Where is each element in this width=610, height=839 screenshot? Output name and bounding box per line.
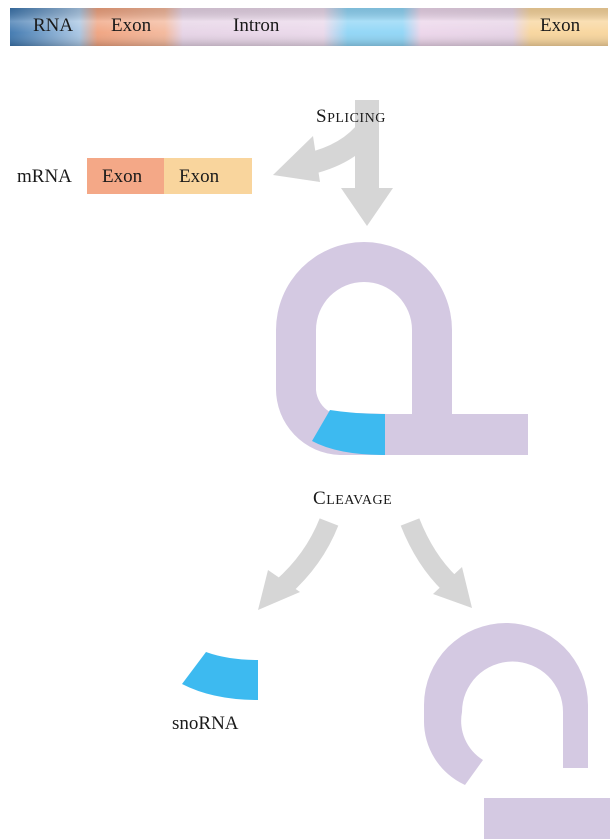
intron-fragment — [423, 623, 588, 785]
mrna-exon-2-block — [164, 158, 252, 194]
cleavage-arrow-left-head — [258, 570, 300, 610]
cleavage-arrows — [275, 518, 458, 596]
splicing-label: SPLICING — [316, 106, 386, 127]
cleavage-arrow-right-head — [433, 567, 472, 608]
snorna-fragment — [182, 652, 258, 700]
rna-strip-shading — [10, 8, 608, 46]
intron-fragment-tail — [484, 798, 610, 839]
cleavage-label: CLEAVAGE — [313, 488, 393, 509]
mrna-exon-1-block — [87, 158, 164, 194]
lariat-snorna-segment — [312, 410, 385, 455]
intron-label: Intron — [233, 15, 280, 36]
mrna-exon-2-label: Exon — [179, 166, 220, 187]
lariat-intron — [275, 242, 528, 455]
exon-label-1: Exon — [111, 15, 152, 36]
splicing-arrow-down-head — [341, 188, 393, 226]
mrna-exon-1-label: Exon — [102, 166, 143, 187]
exon-label-2: Exon — [540, 15, 581, 36]
mrna-label: mRNA — [17, 166, 72, 187]
rna-label: RNA — [33, 15, 74, 36]
snorna-label: snoRNA — [172, 713, 239, 734]
splicing-arrow-left-head — [273, 136, 320, 182]
